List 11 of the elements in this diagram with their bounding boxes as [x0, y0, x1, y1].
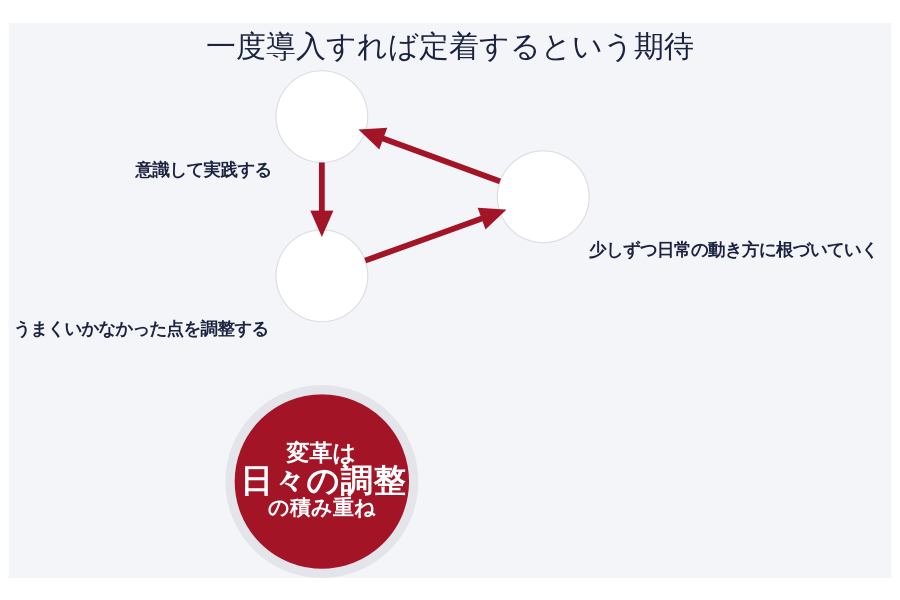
node-label: 意識して実践する: [135, 160, 272, 180]
arrow: [364, 207, 506, 263]
node-circle: [496, 150, 590, 243]
node-circle: 変革は 日々の調整 の積み重ね: [225, 384, 418, 578]
node-circle: [275, 228, 368, 322]
node-label: うまくいかなかった点を調整する: [13, 318, 268, 339]
node-circle: [275, 70, 368, 163]
arrow: [310, 162, 334, 237]
node-label: 少しずつ日常の動き方に根づいていく: [589, 240, 878, 260]
diagram-title: 一度導入すれば定着するという期待: [206, 28, 694, 64]
arrow: [358, 127, 501, 184]
